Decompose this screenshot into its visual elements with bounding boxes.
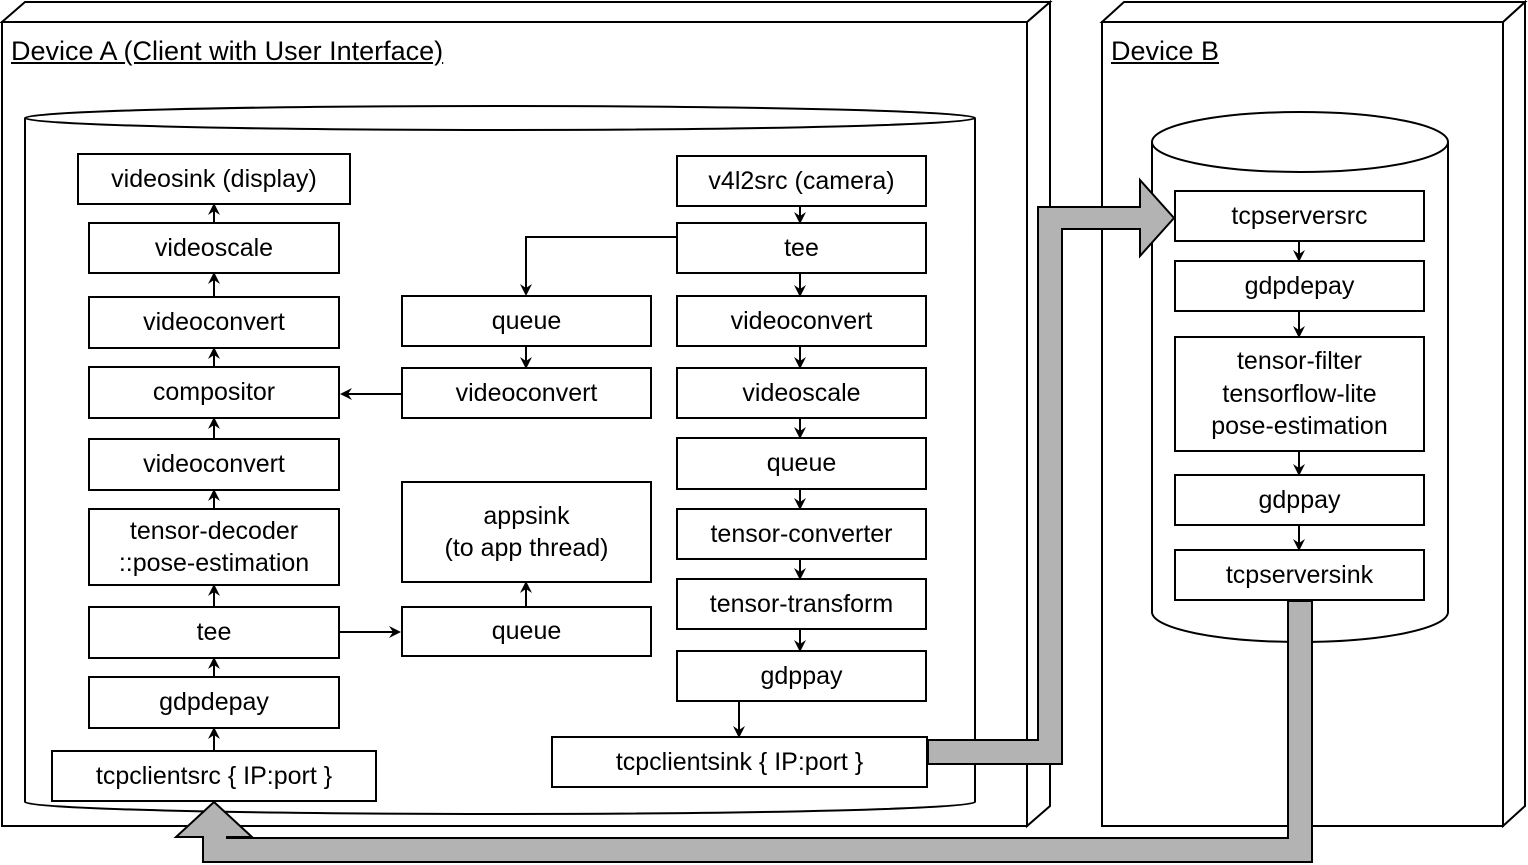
gdppay-node: gdppay [1174, 474, 1425, 526]
tcpclientsrc-node: tcpclientsrc { IP:port } [51, 750, 377, 802]
network-arrow-a-to-b [927, 177, 1176, 765]
gdppay-node: gdppay [676, 650, 927, 702]
network-arrow-b-to-a [173, 600, 1313, 863]
videosink-node: videosink (display) [77, 153, 351, 205]
tcpclientsink-node: tcpclientsink { IP:port } [551, 736, 928, 788]
videoconvert-node: videoconvert [88, 438, 340, 491]
tensor-filter-node: tensor-filter tensorflow-lite pose-estim… [1174, 336, 1425, 452]
videoconvert-node: videoconvert [676, 295, 927, 347]
compositor-node: compositor [88, 366, 340, 419]
videoconvert-node: videoconvert [88, 296, 340, 349]
tensor-transform-node: tensor-transform [676, 578, 927, 630]
tee-node: tee [676, 222, 927, 274]
v4l2src-node: v4l2src (camera) [676, 155, 927, 207]
tensor-decoder-node: tensor-decoder ::pose-estimation [88, 508, 340, 586]
tensor-converter-node: tensor-converter [676, 508, 927, 560]
videoscale-node: videoscale [88, 222, 340, 274]
videoscale-node: videoscale [676, 367, 927, 419]
tcpserversrc-node: tcpserversrc [1174, 190, 1425, 242]
queue-node: queue [676, 437, 927, 490]
tcpserversink-node: tcpserversink [1174, 549, 1425, 601]
queue-node: queue [401, 295, 652, 347]
appsink-node: appsink (to app thread) [401, 481, 652, 583]
device-a-title: Device A (Client with User Interface) [11, 36, 444, 66]
gdpdepay-node: gdpdepay [1174, 260, 1425, 312]
device-a-left-connectors [208, 203, 676, 750]
device-b-title: Device B [1111, 36, 1220, 66]
device-a-right-connectors [733, 207, 806, 738]
queue-node: queue [401, 606, 652, 657]
tee-node: tee [88, 606, 340, 659]
videoconvert-node: videoconvert [401, 367, 652, 419]
gdpdepay-node: gdpdepay [88, 676, 340, 729]
